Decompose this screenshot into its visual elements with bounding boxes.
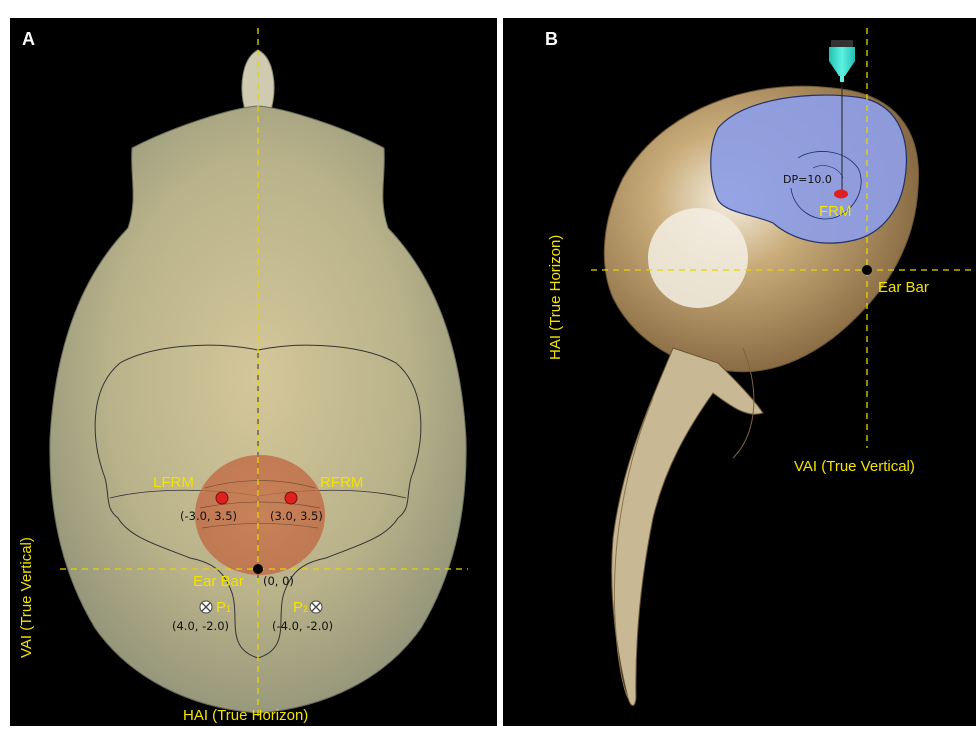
coord-p1: (4.0, -2.0)	[172, 621, 229, 633]
p1-marker	[200, 601, 212, 613]
coord-rfrm: (3.0, 3.5)	[270, 511, 323, 523]
label-p1: P1	[216, 600, 231, 615]
beak-shape	[612, 348, 763, 706]
skull-lateral-view	[503, 18, 976, 726]
p2-marker	[310, 601, 322, 613]
panel-letter-b: B	[545, 30, 558, 48]
beak-shape	[242, 50, 274, 113]
axis-label-hai: HAI (True Horizon)	[183, 708, 308, 723]
axis-label-hai: HAI (True Horizon)	[548, 235, 563, 360]
eye-socket	[648, 208, 748, 308]
label-ear-bar: Ear Bar	[878, 280, 929, 295]
axis-label-vai: VAI (True Vertical)	[19, 537, 34, 658]
coord-p2: (-4.0, -2.0)	[272, 621, 333, 633]
label-rfrm: RFRM	[320, 475, 363, 490]
lfrm-dot	[216, 492, 228, 504]
rfrm-dot	[285, 492, 297, 504]
label-dp: DP=10.0	[783, 174, 832, 185]
panel-letter-a: A	[22, 30, 35, 48]
label-frm: FRM	[819, 204, 852, 219]
axis-label-vai: VAI (True Vertical)	[794, 459, 915, 474]
panel-b: B DP=10.0 FRM Ear Bar HAI (True Horizon)…	[503, 18, 976, 726]
ear-bar-dot	[253, 564, 263, 574]
skull-dorsal-view	[10, 18, 497, 726]
label-lfrm: LFRM	[153, 475, 194, 490]
ear-bar-dot	[862, 265, 872, 275]
coord-lfrm: (-3.0, 3.5)	[180, 511, 237, 523]
frm-injection-site	[834, 190, 848, 199]
panel-a: A LFRM RFRM (-3.0, 3.5) (3.0, 3.5) Ear B…	[10, 18, 497, 726]
coord-ear-bar: (0, 0)	[263, 576, 294, 588]
label-p2: P2	[293, 600, 308, 615]
label-ear-bar: Ear Bar	[193, 574, 244, 589]
